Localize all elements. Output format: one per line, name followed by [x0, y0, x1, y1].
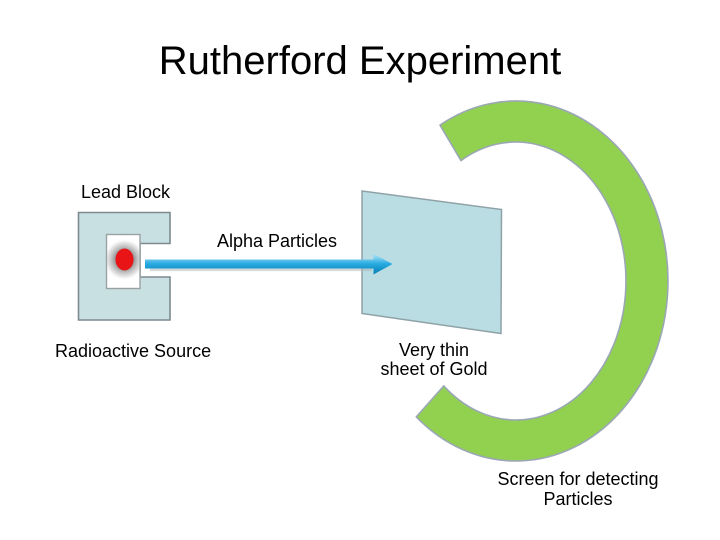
radioactive-source-dot — [115, 248, 134, 271]
label-radioactive-source: Radioactive Source — [55, 341, 212, 361]
gold-sheet-shape — [361, 190, 503, 335]
detector-screen-arc — [415, 100, 669, 462]
label-alpha-particles: Alpha Particles — [217, 231, 338, 251]
beam-arrowhead — [373, 254, 393, 275]
label-gold-sheet-line1: Very thin — [398, 340, 470, 360]
label-detector-screen: Screen for detecting Particles — [497, 469, 658, 509]
label-gold-sheet: Very thin sheet of Gold — [380, 341, 487, 379]
beam-shadow — [150, 268, 372, 272]
label-lead-block: Lead Block — [81, 182, 171, 202]
label-detector-screen-line1: Screen for detecting — [497, 469, 659, 489]
label-gold-sheet-line2: sheet of Gold — [380, 359, 488, 379]
slide-title: Rutherford Experiment — [158, 39, 562, 83]
label-detector-screen-line2: Particles — [543, 489, 613, 509]
beam-shaft — [145, 259, 374, 269]
alpha-particle-beam — [145, 254, 393, 275]
